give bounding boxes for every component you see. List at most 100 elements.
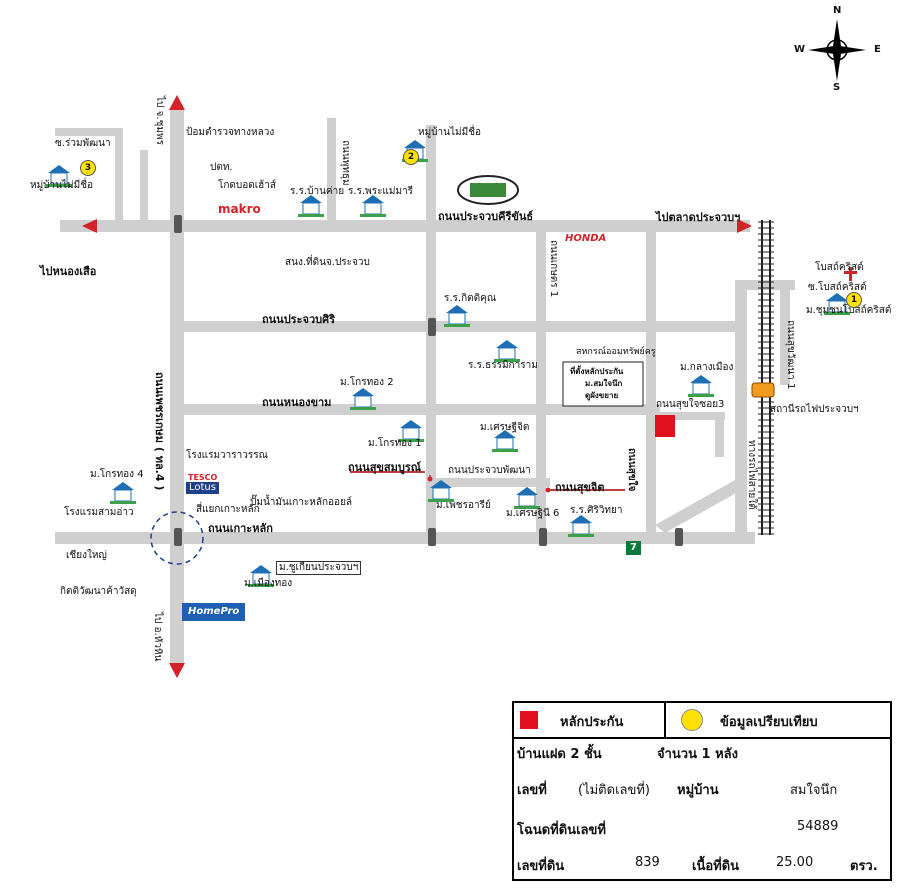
site-note-3: ดูผังขยาย [585, 391, 619, 400]
road-label-prachuap-khirikhan: ถนนประจวบคีรีขันธ์ [438, 210, 534, 223]
place-tesco: TESCO [188, 473, 218, 482]
place-setthi-jit: ม.เศรษฐีจิต [480, 422, 530, 433]
legend-collateral: หลักประกัน [560, 715, 624, 730]
house-icon [688, 375, 714, 397]
road-label-phetkasem: ถนนเพชรเกษม ( ทล.4 ) [153, 372, 166, 491]
location-map: N S E W ถนนประจวบคีรีขันธ์ ถนนประจวบศิริ… [30, 5, 892, 678]
compass: N S E W [790, 5, 885, 95]
road-network [46, 95, 857, 678]
place-soi-ruam: ซ.ร่วมพัฒนา [55, 138, 111, 149]
place-homepro: HomePro [182, 603, 246, 621]
house-count: จำนวน 1 หลัง [657, 747, 738, 762]
direction-arrows [82, 95, 752, 678]
legend-header: หลักประกัน ข้อมูลเปรียบเทียบ [514, 703, 890, 739]
legend-panel: หลักประกัน ข้อมูลเปรียบเทียบ บ้านแฝด 2 ช… [512, 701, 892, 881]
road-v3 [536, 232, 546, 532]
place-moo-church: ม.ชุมชนโบสถ์คริสต์ [806, 305, 892, 316]
road-label-prachuap-phatthana: ถนนประจวบพัฒนา [448, 465, 531, 476]
house-icon [824, 293, 850, 315]
road-kao-lak [55, 532, 755, 544]
house-icon [110, 482, 136, 504]
road-label-sukchai: ถนนสุขใจ [626, 448, 637, 492]
place-phetcharari: ม.เพชรอารีย์ [436, 500, 491, 511]
arrow-south [169, 663, 185, 678]
place-setthini: ม.เศรษฐินี 6 [506, 508, 560, 519]
direction-south: ไป อ.หัวหิน [152, 612, 163, 662]
house-icons [46, 140, 850, 587]
arrow-east [737, 219, 752, 233]
number-label: เลขที่ [517, 783, 547, 798]
collateral-site-marker [655, 415, 675, 437]
deed-value: 54889 [797, 819, 839, 834]
road-label-soi1: ถนนเกษตร 1 [548, 240, 559, 298]
house-icon [514, 487, 540, 509]
junction-circle [150, 511, 204, 565]
place-warehouse: โกดบอดเฮ้าส์ [218, 180, 277, 191]
comparison-badge-2: 2 [403, 149, 419, 165]
legend-divider [664, 703, 666, 737]
arrow-north [169, 95, 185, 110]
road-church-v [780, 290, 790, 385]
house-icon [350, 388, 376, 410]
house-icon [428, 480, 454, 502]
place-makro: makro [218, 202, 261, 216]
road-label-soi2: ถนนสุขวัฒนา 1 [785, 320, 796, 390]
place-school-pramae: ร.ร.พระแม่มารี [348, 186, 414, 197]
number-value: (ไม่ติดเลขที่) [578, 783, 651, 798]
place-soi-church: ซ.โบสถ์คริสต์ [808, 282, 867, 293]
road-sukchai-soi3-v [715, 412, 724, 457]
place-office: สนง.ที่ดินจ.ประจวบ [285, 257, 370, 268]
land-no-label: เลขที่ดิน [517, 859, 565, 874]
place-ptt: ปตท. [210, 162, 233, 173]
road-label-prachuap-siri: ถนนประจวบศิริ [262, 313, 335, 326]
direction-west: ไปหนองเสือ [40, 265, 97, 278]
place-junction: สี่แยกเกาะหลัก [196, 504, 260, 515]
road-label-nong-kham: ถนนหนองขาม [262, 396, 332, 409]
road-phetkasem [170, 110, 184, 665]
place-hotel-wararom: โรงแรมวาราวรรณ [186, 450, 268, 461]
place-police: ป้อมตำรวจทางหลวง [186, 127, 275, 138]
village-value: สมใจนึก [790, 783, 838, 798]
collateral-swatch [520, 711, 538, 729]
compass-w: W [794, 44, 806, 55]
house-icon [298, 195, 324, 217]
road-label-sukhumvit: ถนนสุขจิต [555, 481, 605, 494]
road-v1 [327, 118, 336, 222]
house-icon [46, 165, 72, 187]
arrow-west [82, 219, 97, 233]
road-label-puttum: ถนนพุทธุม [340, 140, 351, 186]
road-soi-ruam [115, 130, 123, 222]
site-note-2: ม.สมใจนึก [585, 379, 623, 388]
house-icon [360, 195, 386, 217]
place-gas-station: ปั๊มน้ำมันเกาะหลักออยล์ [250, 497, 353, 508]
road-label-sukchai-soi3: ถนนสุขใจซอย3 [656, 399, 725, 410]
road-label-kao-lak: ถนนเกาะหลัก [208, 522, 273, 535]
place-school-siri: ร.ร.ศิริวิทยา [570, 505, 623, 516]
road-sukchai-soi3 [655, 412, 725, 420]
road-pins [350, 471, 625, 493]
place-seven-eleven: 7 [626, 541, 641, 555]
house-icon [398, 420, 424, 442]
place-school-kitkhun: ร.ร.กิตติคุณ [444, 293, 497, 304]
deed-label: โฉนดที่ดินเลขที่ [517, 823, 606, 838]
place-klang-muang: ม.กลางเมือง [680, 362, 734, 373]
place-krathong-2: ม.โกรทอง 2 [340, 377, 394, 388]
cross-icon [844, 267, 857, 281]
place-samut: ม.ชูเกียนประจวบฯ [276, 561, 362, 575]
compass-s: S [833, 82, 841, 93]
place-krathong-4: ม.โกรทอง 4 [90, 469, 144, 480]
house-icon [248, 565, 274, 587]
place-lotus: Lotus [186, 482, 219, 494]
road-soi-ruam2 [140, 150, 148, 222]
land-no-value: 839 [635, 855, 660, 870]
place-hotel-samao: โรงแรมสามอ่าว [64, 507, 134, 518]
road-church [735, 280, 795, 290]
house-icon [444, 305, 470, 327]
comparison-badge-1: 1 [846, 292, 862, 308]
road-nong-kham [180, 404, 660, 415]
railway [758, 220, 774, 535]
comparison-swatch [681, 709, 703, 731]
road-label-suk-somboon: ถนนสุขสมบูรณ์ [348, 461, 421, 474]
house-icon [568, 515, 594, 537]
compass-e: E [874, 44, 881, 55]
